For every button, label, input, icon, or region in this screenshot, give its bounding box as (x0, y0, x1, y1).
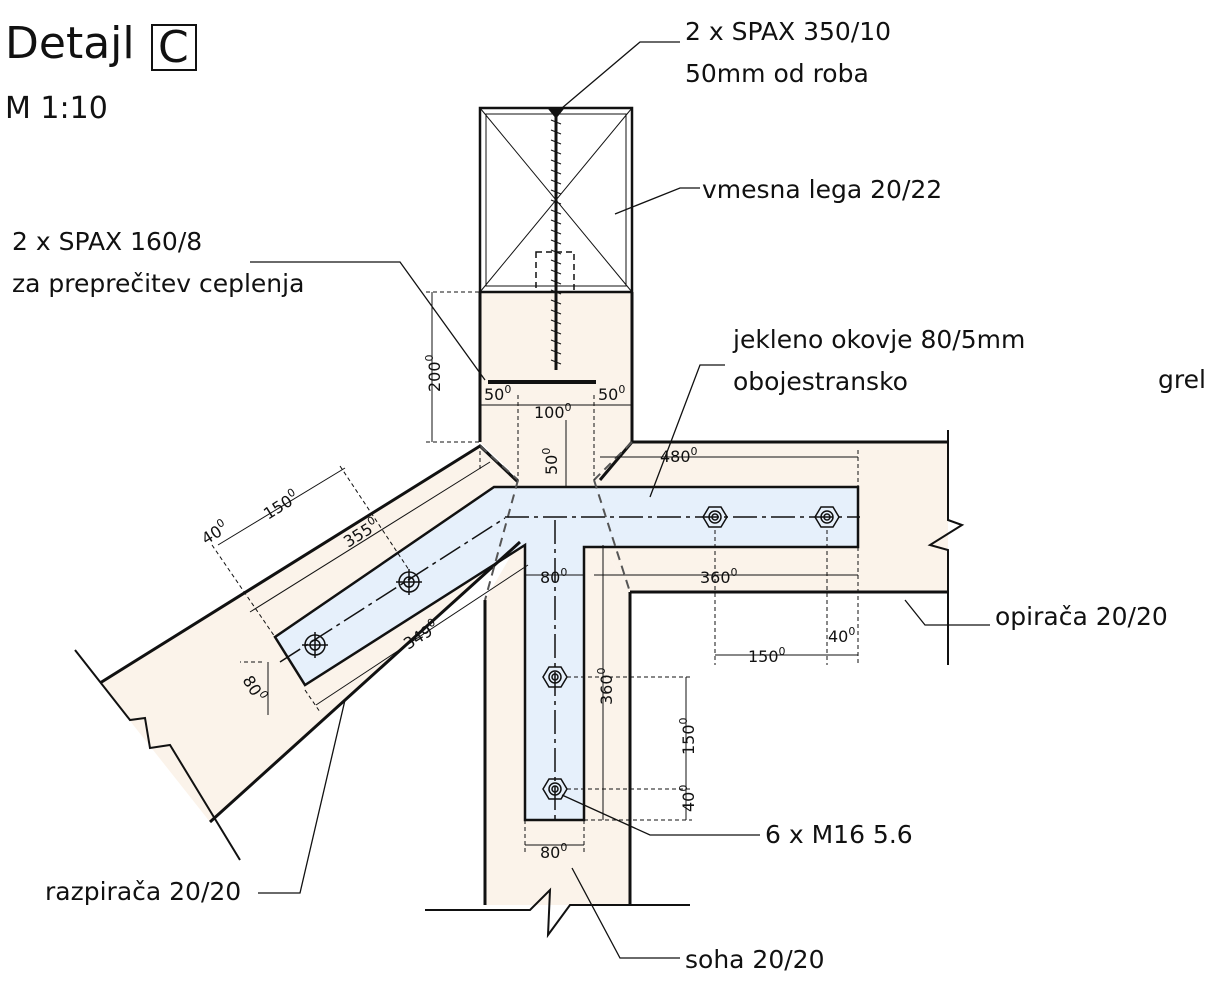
bolts (302, 506, 840, 800)
leader-razpiraca (258, 699, 346, 894)
title-prefix: Detajl (5, 18, 135, 69)
label-grel: grel (1158, 365, 1206, 394)
dim-480: 4800 (660, 445, 698, 466)
dim-100: 1000 (534, 401, 572, 422)
label-razpiraca: razpirača 20/20 (45, 877, 241, 906)
dim-360-vertical: 3600 (595, 667, 616, 705)
leader-bolts (561, 794, 760, 836)
bolt-2 (814, 506, 840, 528)
leader-soha (571, 867, 680, 959)
title-letter: C (158, 22, 189, 73)
break-line-razpiraca (74, 649, 241, 861)
scale-label: M 1:10 (5, 91, 108, 126)
dim-150-vertical: 1500 (677, 717, 698, 755)
title-block: Detajl C M 1:10 (5, 18, 197, 126)
dim-50-left: 500 (484, 383, 511, 404)
label-vmesna-lega: vmesna lega 20/22 (702, 175, 942, 204)
label-okovje-2: obojestransko (733, 367, 908, 396)
leader-spax-top (561, 41, 680, 109)
dim-80-bottom: 800 (540, 841, 567, 862)
bolt-1 (702, 506, 728, 528)
dim-40-bottom: 400 (828, 625, 855, 646)
dim-40-diag: 400 (197, 516, 231, 548)
label-soha: soha 20/20 (685, 945, 824, 974)
dim-360-horizontal: 3600 (700, 566, 738, 587)
title-box (151, 24, 197, 71)
bolt-6 (302, 632, 328, 658)
label-spax-top-2: 50mm od roba (685, 59, 869, 88)
dim-150-bottom: 1500 (748, 645, 786, 666)
label-opiraca: opirača 20/20 (995, 602, 1168, 631)
label-okovje-1: jekleno okovje 80/5mm (732, 325, 1025, 354)
dim-50-vertical: 500 (540, 448, 561, 475)
label-bolts: 6 x M16 5.6 (765, 820, 913, 849)
leader-okovje (649, 364, 725, 498)
leader-opiraca (904, 599, 990, 626)
break-line-soha (425, 887, 690, 939)
spax-screw-vertical (546, 107, 566, 370)
dim-40-vertical: 400 (677, 785, 698, 812)
leader-vmesna-lega (614, 187, 700, 215)
break-line-opiraca (927, 430, 965, 665)
label-spax-side-1: 2 x SPAX 160/8 (12, 227, 202, 256)
dim-50-right: 500 (598, 383, 625, 404)
leader-spax-side (250, 261, 486, 381)
bolt-5 (396, 569, 422, 595)
dim-200: 2000 (423, 354, 444, 392)
label-spax-side-2: za preprečitev ceplenja (12, 269, 304, 298)
dim-150-diag: 1500 (259, 486, 302, 524)
dim-80-inner: 800 (540, 566, 567, 587)
label-spax-top-1: 2 x SPAX 350/10 (685, 17, 891, 46)
